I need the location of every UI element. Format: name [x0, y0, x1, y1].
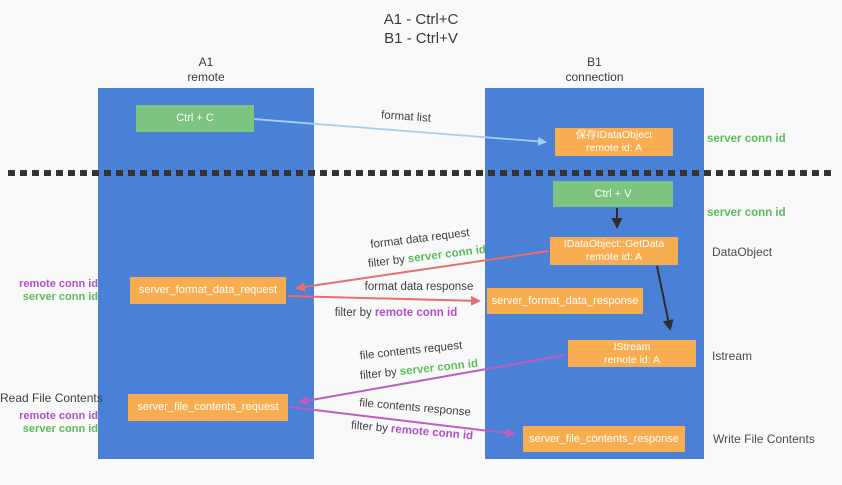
server-file-contents-request-label: server_file_contents_request — [137, 401, 279, 413]
filter-by-text: filter by — [334, 307, 372, 319]
save-dataobject-line1: 保存IDataObject — [575, 129, 653, 141]
filter-by-text: filter by — [350, 419, 389, 435]
save-dataobject-line2: remote id: A — [585, 142, 643, 154]
conn-id-stack-lower: remote conn id server conn id — [0, 410, 98, 436]
server-file-contents-response-label: server_file_contents_response — [529, 432, 679, 445]
server-file-contents-response-node: server_file_contents_response — [523, 426, 685, 452]
write-file-contents-label: Write File Contents — [713, 432, 815, 446]
remote-conn-id-text: remote conn id — [374, 307, 458, 319]
istream-line1: IStream — [613, 340, 651, 353]
lane-a-header: A1 remote — [98, 55, 314, 85]
server-format-data-response-label: server_format_data_response — [491, 294, 639, 307]
format-data-response-label: format data response — [364, 281, 474, 293]
remote-conn-id-label-lower: remote conn id — [19, 410, 98, 422]
ctrl-v-node: Ctrl + V — [553, 181, 673, 207]
server-conn-id-text: server conn id — [407, 243, 487, 266]
server-format-data-response-node: server_format_data_response — [487, 288, 643, 314]
filter-by-text: filter by — [359, 366, 398, 383]
remote-conn-id-label-upper: remote conn id — [19, 278, 98, 290]
istream-side-label: Istream — [712, 349, 753, 363]
server-conn-id-label-top: server conn id — [707, 133, 786, 145]
format-list-label: format list — [380, 109, 432, 125]
server-format-data-request-node: server_format_data_request — [130, 277, 286, 304]
getdata-line2: remote id: A — [585, 251, 643, 263]
server-file-contents-request-node: server_file_contents_request — [128, 394, 288, 421]
remote-conn-id-text: remote conn id — [390, 423, 474, 443]
ctrl-c-label: Ctrl + C — [176, 112, 214, 124]
server-format-data-request-label: server_format_data_request — [138, 284, 278, 296]
save-dataobject-node: 保存IDataObject remote id: A — [555, 128, 673, 156]
lane-b-subtitle: connection — [565, 70, 624, 84]
lane-a-name: A1 — [198, 55, 214, 69]
title-line-2: B1 - Ctrl+V — [384, 30, 458, 47]
format-data-response-arrow — [287, 295, 481, 306]
istream-node: IStream remote id: A — [568, 340, 696, 367]
ctrl-c-node: Ctrl + C — [136, 105, 254, 132]
title-line-1: A1 - Ctrl+C — [383, 11, 459, 28]
istream-line2: remote id: A — [603, 353, 661, 366]
lane-a-subtitle: remote — [187, 70, 225, 84]
getdata-node: IDataObject::GetData remote id: A — [550, 237, 678, 265]
read-file-contents-label: Read File Contents — [0, 391, 103, 405]
lane-b-header: B1 connection — [485, 55, 704, 85]
server-conn-id-label-mid: server conn id — [707, 207, 786, 219]
filter-by-text: filter by — [367, 253, 406, 271]
lane-b-name: B1 — [587, 55, 602, 69]
diagram-title: A1 - Ctrl+C B1 - Ctrl+V — [0, 10, 842, 48]
dataobject-label: DataObject — [712, 245, 773, 259]
file-contents-response-label: file contents response — [358, 397, 472, 419]
machine-separator-dotted-line — [8, 170, 834, 176]
conn-id-stack-upper: remote conn id server conn id — [0, 278, 98, 304]
server-conn-id-text: server conn id — [399, 357, 479, 378]
file-contents-request-label: file contents request — [359, 339, 463, 363]
server-conn-id-label-upper: server conn id — [22, 291, 98, 303]
ctrl-v-label: Ctrl + V — [594, 187, 632, 200]
server-conn-id-label-lower: server conn id — [22, 423, 98, 435]
getdata-line1: IDataObject::GetData — [563, 238, 665, 250]
